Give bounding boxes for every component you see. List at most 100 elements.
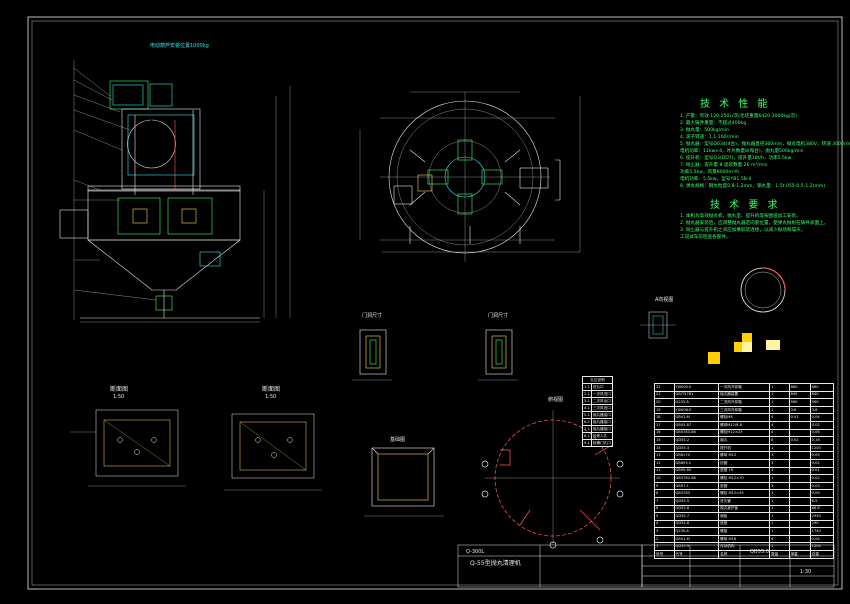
bom-cell: 860	[809, 383, 835, 392]
tech-performance-line: 8. 弹丸规格：钢丸粒度0.8-1.2mm，钢丸量：1.5t 055-0.5-1…	[680, 184, 826, 189]
foundation-view	[364, 447, 444, 517]
bom-cell: 1	[769, 474, 790, 483]
bom-cell: 钢板	[718, 512, 771, 521]
bom-cell: 底座	[718, 519, 771, 529]
bom-cell: Q235-A	[673, 398, 720, 407]
bom-cell: 3	[769, 458, 790, 468]
bom-cell: 2950	[809, 512, 835, 521]
bom-cell: 0.01	[809, 466, 835, 476]
bom-cell: 垫圈	[718, 481, 771, 491]
tech-requirement-line: 工况试车前检查各部件。	[680, 235, 731, 240]
tech-performance-title: 技 术 性 能	[700, 99, 771, 110]
tech-performance-line: 电机功率：5.5kw，型号YB1.5B-4	[680, 177, 752, 182]
bom-cell: 15	[654, 436, 675, 445]
drawing-code: QD55.0	[750, 549, 769, 555]
hole-layout-view	[481, 410, 624, 549]
hole-legend-cell: 抛丸器接口	[590, 425, 613, 433]
bom-cell: 860	[788, 383, 811, 392]
drawing-name: Q-55型抛丸清理机	[470, 560, 521, 567]
bom-cell: GB93-87	[673, 420, 720, 430]
bom-cell: 垫圈 16	[718, 466, 771, 476]
bom-cell: 0.02	[809, 458, 835, 468]
section-view-2	[224, 413, 322, 491]
bom-cell: GB41-M	[673, 534, 720, 544]
bom-cell: GB5782-86	[673, 474, 720, 483]
bom-cell: 5	[654, 512, 675, 521]
bom-cell: 1	[769, 496, 790, 506]
bom-cell: 8	[654, 489, 675, 498]
section-2-scale: 1:50	[265, 394, 277, 400]
door-detail-1	[352, 329, 392, 381]
bom-cell: 560	[809, 398, 835, 407]
section-1-scale: 1:50	[113, 394, 125, 400]
plan-view	[359, 91, 581, 262]
bom-cell: Q235-A	[673, 527, 720, 536]
bom-cell: 钢丸	[718, 436, 771, 445]
bom-cell: 0.06	[809, 428, 835, 438]
bom-cell: 11	[654, 466, 675, 476]
hole-legend-cell: 3-1	[582, 397, 592, 405]
bom-cell: GB/T5781	[673, 390, 720, 400]
bom-cell: 1	[769, 398, 790, 407]
bom-cell: 0.09	[809, 451, 835, 460]
bom-cell: 1	[654, 542, 675, 552]
bom-cell: GB41-M	[673, 413, 720, 422]
bom-cell: 1200	[809, 542, 835, 552]
bom-cell: 16	[654, 428, 675, 438]
tech-requirement-line: 3. 除尘器与提升机之间应加橡胶软连接，以减少振动和噪声。	[680, 228, 806, 233]
tech-performance-line: 5. 抛丸器：型号Q034(4台)，抛丸器直径360mm，抛丸电机380V，转速…	[680, 142, 850, 147]
note-hoist: 电动葫芦安装位置1000kg	[150, 43, 209, 49]
bom-cell: 1	[769, 504, 790, 514]
bom-cell: 7	[654, 496, 675, 506]
bom-cell: 螺栓M8	[718, 413, 771, 422]
front-elevation-view	[59, 60, 291, 323]
bom-cell	[788, 512, 811, 521]
hole-legend-cell: 7-1	[582, 425, 592, 433]
bom-cell: QD55.5	[673, 496, 720, 506]
bom-cell: 三次风冷却箱	[718, 405, 771, 415]
bom-cell	[788, 428, 811, 438]
bom-cell: 4	[769, 534, 790, 544]
bom-cell: 3	[769, 466, 790, 476]
color-swatches	[708, 333, 780, 364]
bom-cell: 10	[654, 474, 675, 483]
bom-cell: QD55.9	[673, 542, 720, 552]
bom-cell: 螺旋	[718, 527, 771, 536]
bom-cell: 13	[654, 451, 675, 460]
bom-cell: 0.01	[788, 413, 811, 422]
bom-cell	[788, 534, 811, 544]
bom-cell: 14	[654, 443, 675, 453]
bom-cell: 螺母M12/8.8	[718, 420, 771, 430]
detail-a-ring	[740, 267, 786, 313]
door-2-label: 门洞尺寸	[488, 313, 509, 319]
door-detail-2	[478, 329, 518, 381]
bom-header-cell: 代号	[673, 550, 720, 559]
bom-cell: 0.02	[809, 420, 835, 430]
drawing-scale: 1:30	[800, 569, 812, 575]
bom-cell: 86.8	[809, 504, 835, 514]
hole-legend-cell: 检修门孔口	[590, 439, 613, 447]
bom-cell: 8	[769, 436, 790, 445]
bom-cell: GB95-85	[673, 466, 720, 476]
bom-cell: GB5783-86	[673, 428, 720, 438]
bom-cell: 290	[809, 519, 835, 529]
bom-cell: 3	[769, 451, 790, 460]
a-view-detail	[640, 311, 676, 339]
bom-cell: 9	[654, 481, 675, 491]
